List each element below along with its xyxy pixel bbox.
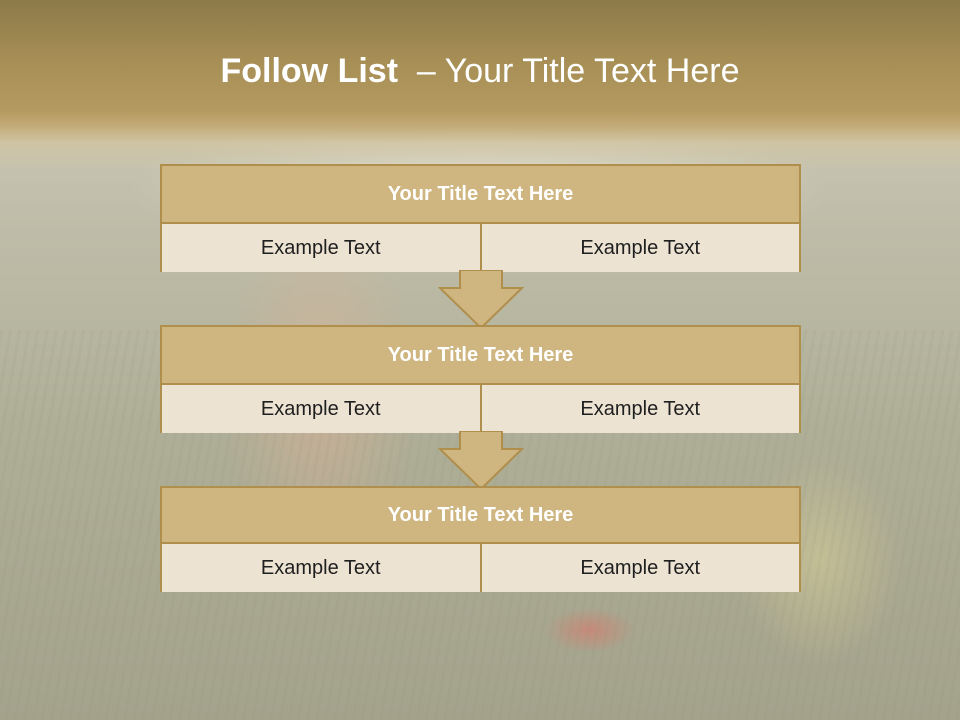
slide-title-rest: – Your Title Text Here [398,52,740,90]
down-arrow-icon [438,270,524,330]
block-cell-left: Example Text [162,224,480,272]
block-title: Your Title Text Here [162,166,799,224]
slide-title: Follow List – Your Title Text Here [0,52,960,91]
slide-title-bold: Follow List [220,52,399,90]
block-row: Example Text Example Text [162,385,799,433]
list-block-3: Your Title Text Here Example Text Exampl… [160,486,801,592]
block-cell-left: Example Text [162,544,480,592]
block-title: Your Title Text Here [162,327,799,385]
block-cell-right: Example Text [479,224,799,272]
block-row: Example Text Example Text [162,544,799,592]
list-block-1: Your Title Text Here Example Text Exampl… [160,164,801,272]
block-cell-right: Example Text [479,544,799,592]
list-block-2: Your Title Text Here Example Text Exampl… [160,325,801,433]
block-title: Your Title Text Here [162,488,799,544]
block-cell-left: Example Text [162,385,480,433]
down-arrow-icon [438,431,524,491]
block-row: Example Text Example Text [162,224,799,272]
block-cell-right: Example Text [479,385,799,433]
header-band [0,0,960,170]
